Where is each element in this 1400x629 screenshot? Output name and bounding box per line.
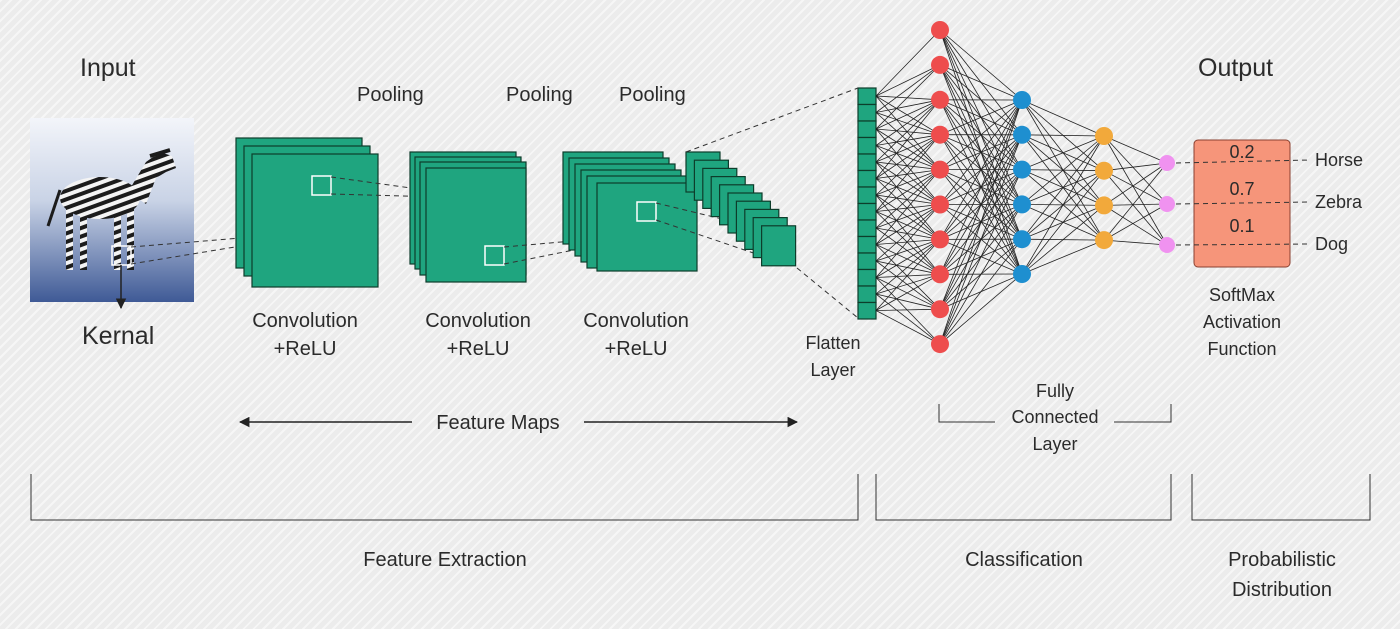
conv-label-1-line2: +ReLU: [274, 338, 337, 360]
conv-relu-stack-2: [562, 151, 698, 272]
fc-label-line1: Fully: [1036, 381, 1074, 401]
conv-label-3-line2: +ReLU: [605, 338, 668, 360]
neuron-node: [931, 125, 949, 144]
neuron-node: [1013, 160, 1031, 179]
neuron-node: [1159, 237, 1175, 253]
neuron-node: [931, 160, 949, 179]
neuron-node: [931, 21, 949, 39]
flatten-cell: [857, 87, 877, 106]
neuron-node: [1095, 231, 1113, 250]
conv-label-1-line1: Convolution: [252, 310, 358, 332]
neuron-node: [931, 265, 949, 284]
neuron-node: [1159, 196, 1175, 212]
pooling-stack-2: [685, 151, 797, 267]
neuron-node: [931, 230, 949, 249]
neuron-node: [1159, 155, 1175, 171]
classification-label: Classification: [965, 549, 1083, 571]
neuron-node: [1095, 127, 1113, 145]
flatten-cell: [857, 268, 877, 287]
flatten-label-line2: Layer: [810, 360, 855, 380]
softmax-label-line1: SoftMax: [1209, 285, 1275, 305]
output-class-label: Horse: [1315, 150, 1363, 170]
feature-maps-label: Feature Maps: [436, 412, 559, 434]
zebra-icon: [46, 148, 176, 270]
flatten-cell: [857, 235, 877, 254]
flatten-layer: [857, 87, 877, 320]
pooled-map: [760, 225, 797, 267]
flatten-cell: [857, 252, 877, 271]
probabilistic-label-line2: Distribution: [1232, 579, 1332, 601]
output-label: Output: [1198, 54, 1273, 82]
flatten-cell: [857, 301, 877, 320]
neuron-node: [1013, 230, 1031, 249]
pooling-label-1: Pooling: [357, 84, 424, 106]
flatten-cell: [857, 169, 877, 188]
input-label: Input: [80, 54, 136, 82]
feature-extraction-bracket: [30, 474, 859, 521]
fc-label-line2: Connected: [1011, 407, 1098, 427]
flatten-cell: [857, 153, 877, 172]
output-class-label: Zebra: [1315, 192, 1363, 212]
flatten-cell: [857, 120, 877, 139]
fc-label-line3: Layer: [1032, 434, 1077, 454]
flatten-label-line1: Flatten: [805, 333, 860, 353]
flatten-cell: [857, 202, 877, 221]
kernel-label: Kernal: [82, 322, 154, 350]
neuron-node: [1013, 265, 1031, 283]
conv-label-2-line2: +ReLU: [447, 338, 510, 360]
flatten-cell: [857, 219, 877, 238]
neuron-node: [931, 335, 949, 354]
pooling-label-2: Pooling: [506, 84, 573, 106]
network-nodes: [931, 21, 1175, 354]
pooling-stack-1: [409, 151, 527, 283]
feature-extraction-label: Feature Extraction: [363, 549, 526, 571]
neuron-node: [1095, 161, 1113, 180]
output-class-label: Dog: [1315, 234, 1348, 254]
neuron-node: [931, 300, 949, 319]
flatten-cell: [857, 285, 877, 304]
flatten-cell: [857, 136, 877, 155]
output-probability: 0.2: [1229, 142, 1254, 162]
conv-label-3-line1: Convolution: [583, 310, 689, 332]
neuron-node: [1013, 91, 1031, 109]
neuron-node: [1095, 196, 1113, 215]
softmax-label-line3: Function: [1207, 339, 1276, 359]
flatten-cell: [857, 103, 877, 122]
conv-label-2-line1: Convolution: [425, 310, 531, 332]
conv-relu-stack-1: [235, 137, 379, 288]
neuron-node: [931, 55, 949, 74]
probabilistic-label-line1: Probabilistic: [1228, 549, 1336, 571]
flatten-cell: [857, 186, 877, 205]
neuron-node: [1013, 195, 1031, 214]
neuron-node: [1013, 125, 1031, 144]
input-image: [30, 118, 194, 310]
pooling-label-3: Pooling: [619, 84, 686, 106]
softmax-label-line2: Activation: [1203, 312, 1281, 332]
network-connections: [875, 29, 1168, 345]
output-probability: 0.1: [1229, 216, 1254, 236]
classification-bracket: [875, 474, 1172, 521]
probabilistic-bracket: [1191, 474, 1371, 521]
output-probability: 0.7: [1229, 179, 1254, 199]
neuron-node: [931, 90, 949, 109]
neuron-node: [931, 195, 949, 214]
